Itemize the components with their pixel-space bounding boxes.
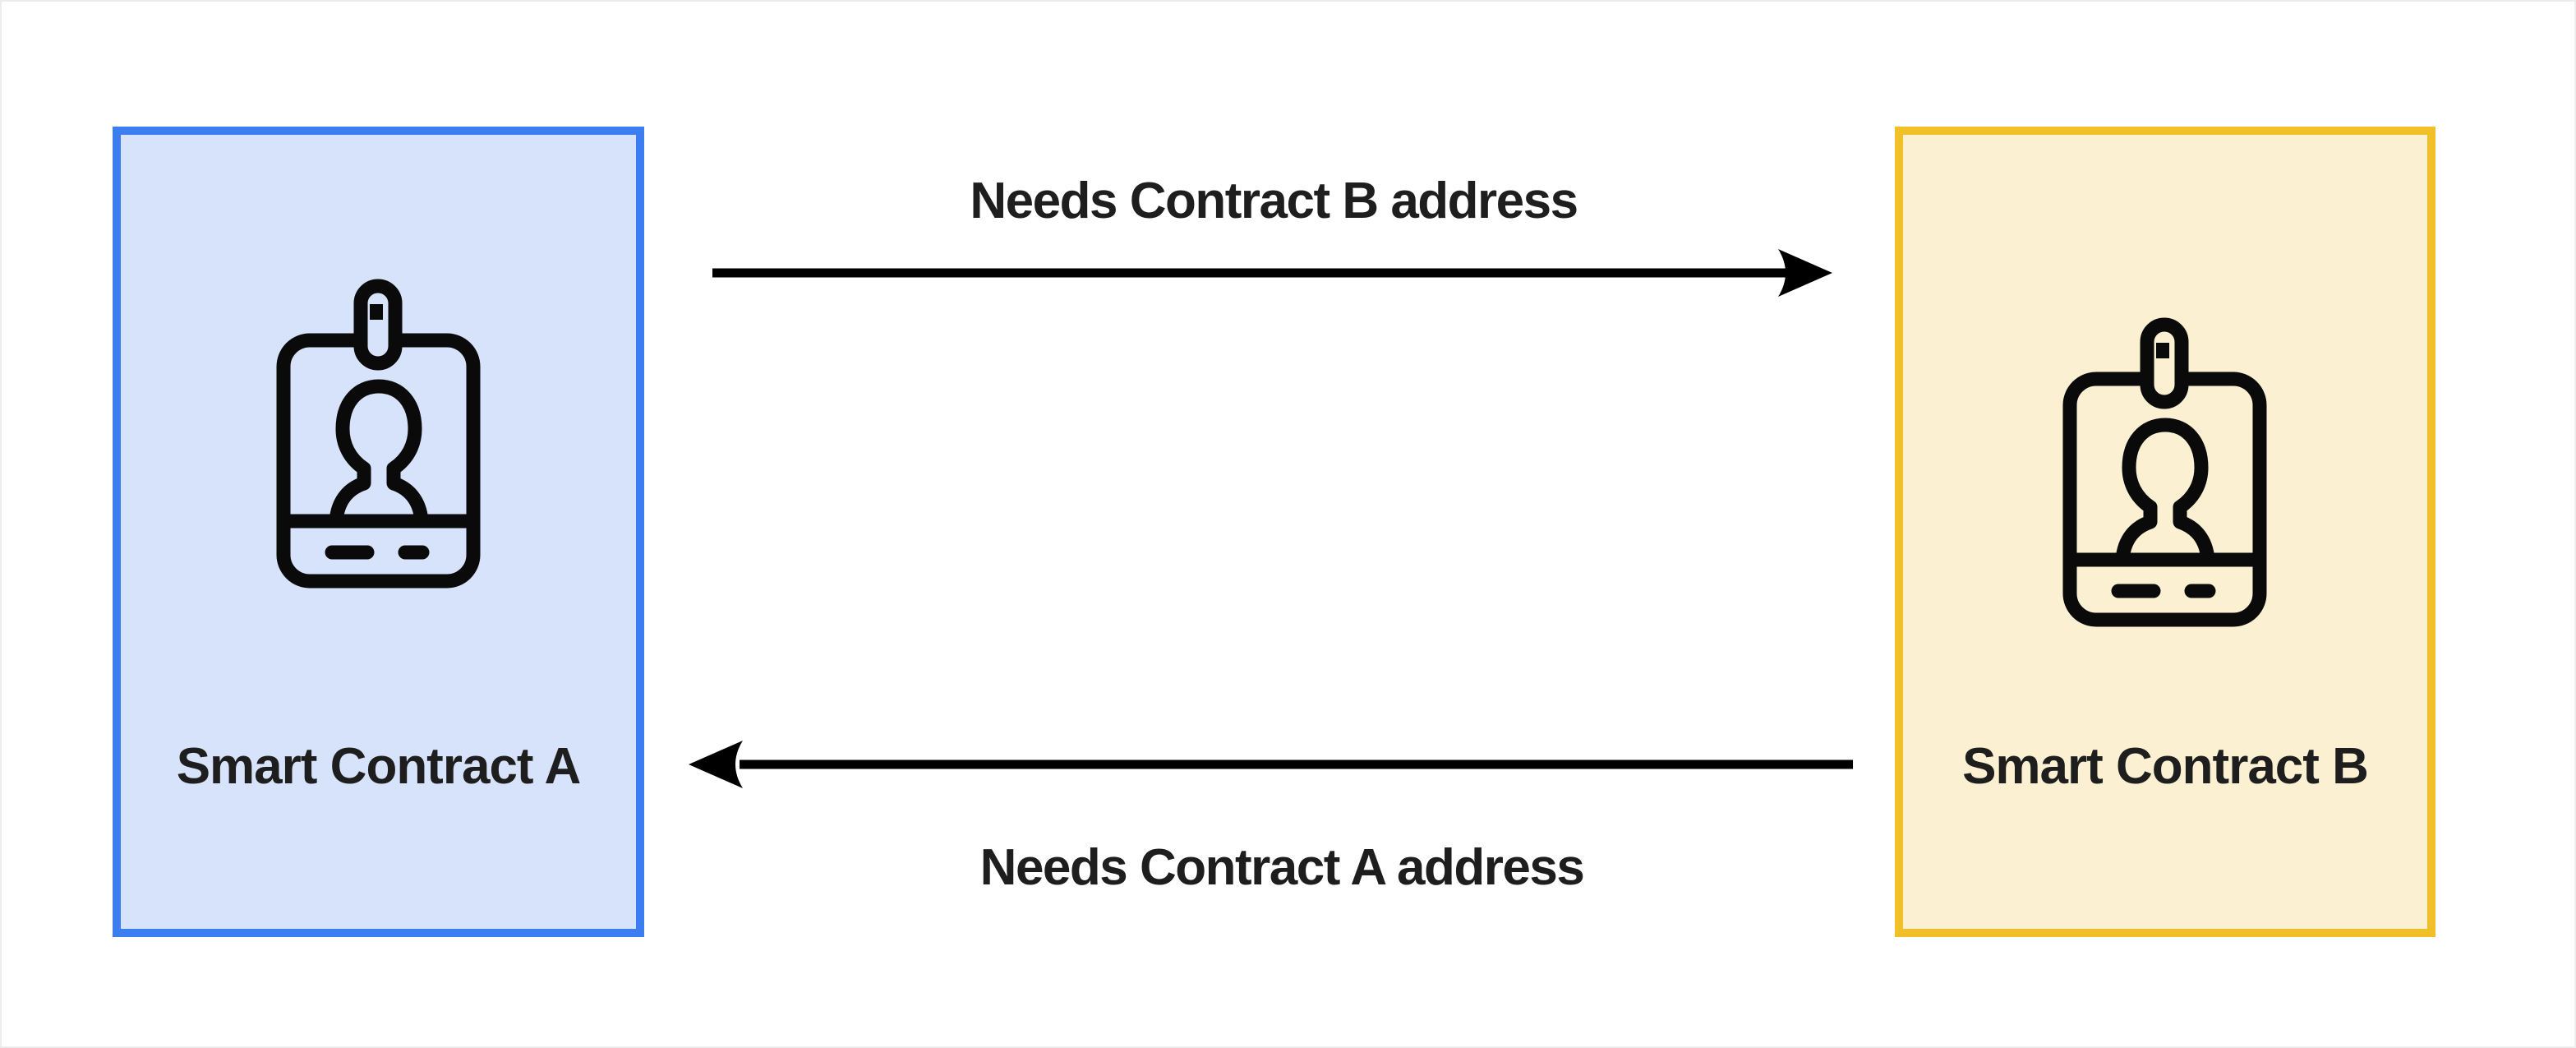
edge-label-b-to-a: Needs Contract A address — [979, 839, 1585, 896]
arrow-b-to-a — [689, 741, 1853, 788]
node-label-smart-contract-b: Smart Contract B — [1962, 738, 2369, 795]
node-smart-contract-b: Smart Contract B — [1895, 127, 2435, 937]
arrow-left-icon — [689, 741, 743, 788]
arrow-a-to-b — [712, 249, 1832, 297]
id-badge-icon — [276, 279, 480, 589]
node-label-smart-contract-a: Smart Contract A — [176, 738, 582, 795]
id-badge-icon — [2062, 317, 2267, 627]
edge-label-a-to-b: Needs Contract B address — [970, 173, 1578, 229]
arrow-right-icon — [1778, 249, 1832, 297]
node-smart-contract-a: Smart Contract A — [113, 127, 644, 937]
